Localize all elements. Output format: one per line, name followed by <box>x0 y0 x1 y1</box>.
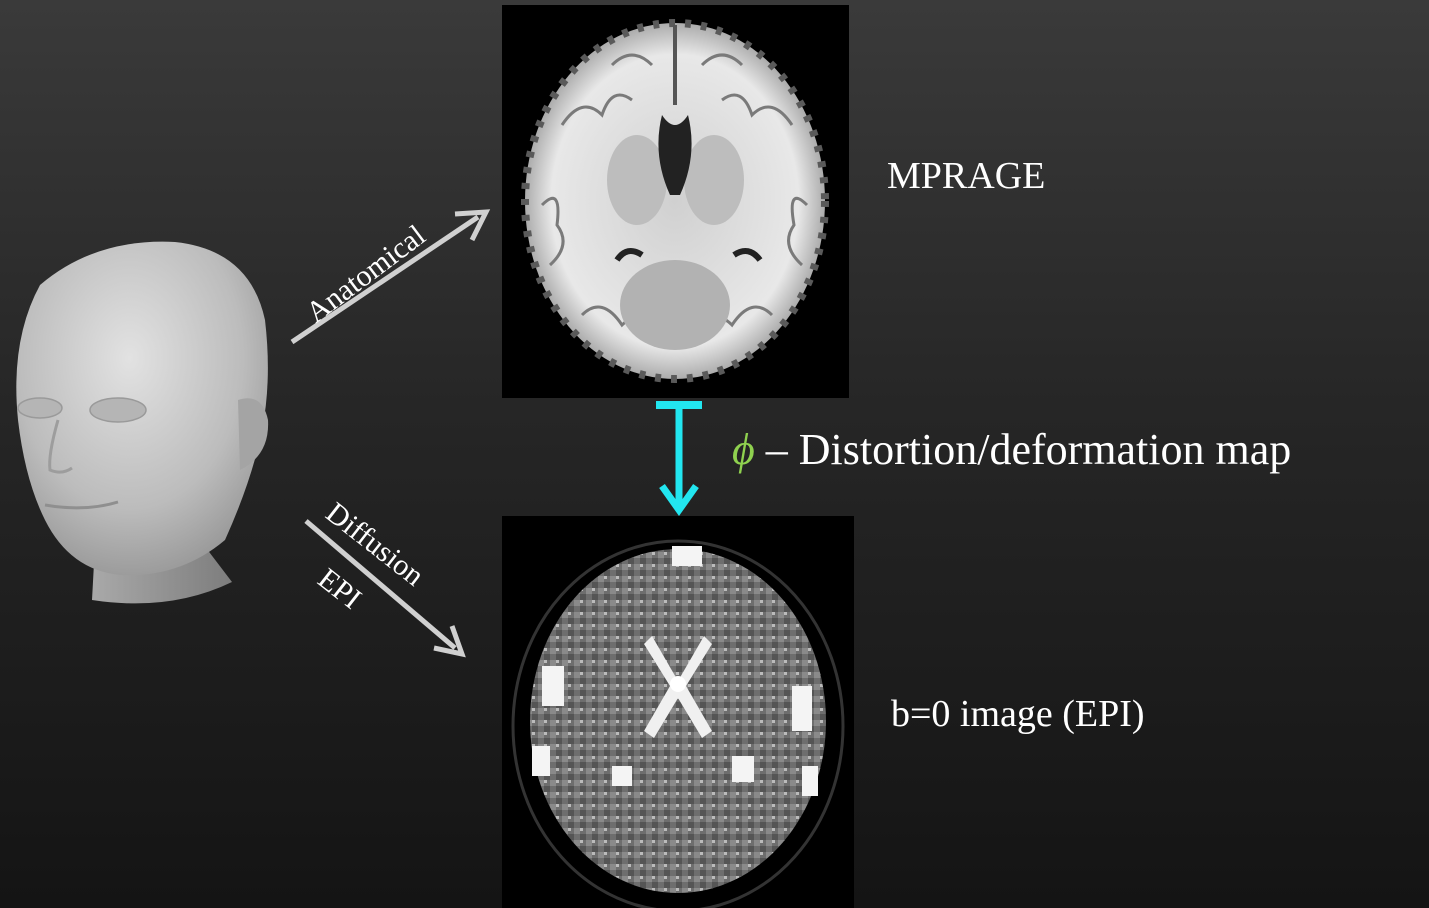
brain-mri-axial-slice <box>502 5 849 398</box>
deformation-arrow <box>656 405 702 510</box>
epi-scan-image <box>502 516 854 908</box>
mprage-label: MPRAGE <box>887 154 1045 198</box>
deformation-map-text: – Distortion/deformation map <box>755 425 1291 474</box>
epi-image-label: b=0 image (EPI) <box>891 692 1145 736</box>
phi-symbol: ϕ <box>732 425 755 474</box>
deformation-map-label: ϕ – Distortion/deformation map <box>732 424 1291 475</box>
mprage-scan-image <box>502 5 849 398</box>
brain-epi-axial-slice <box>502 516 854 908</box>
